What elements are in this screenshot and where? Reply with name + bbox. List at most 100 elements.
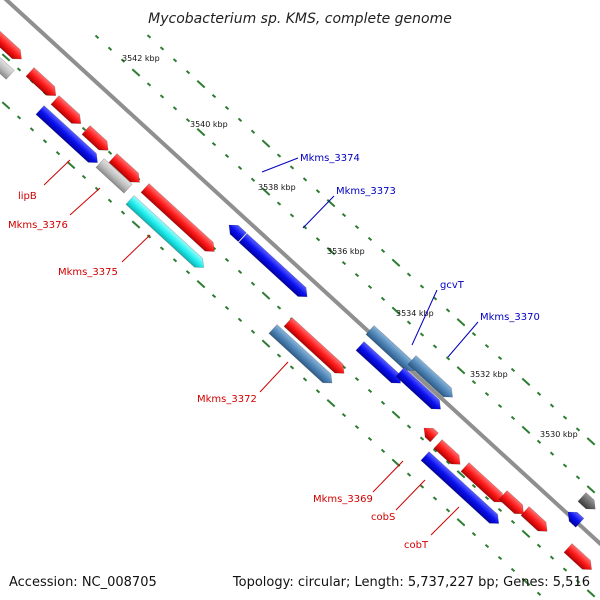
tick-mark — [211, 293, 217, 299]
tick-mark — [261, 187, 271, 196]
callout-line-mkms3376 — [69, 187, 101, 216]
tick-mark — [484, 544, 490, 549]
tick-mark — [549, 451, 555, 456]
tick-mark — [497, 555, 503, 561]
tick-mark — [196, 280, 206, 289]
tick-mark — [289, 365, 295, 370]
tick-mark — [367, 284, 373, 290]
tick-mark — [391, 306, 401, 315]
tick-mark — [16, 67, 22, 72]
tick-mark — [159, 46, 165, 51]
tick-mark — [391, 410, 401, 419]
tick-mark — [510, 519, 516, 524]
tick-mark — [521, 425, 531, 434]
gene-label-mkms3375: Mkms_3375 — [58, 267, 118, 278]
callout-line-mkms3375 — [121, 234, 151, 263]
tick-mark — [367, 388, 373, 394]
tick-mark — [326, 399, 336, 408]
gene-arrow-cyan — [125, 195, 205, 268]
gene-arrow-blue — [567, 511, 585, 528]
kbp-label: 3530 kbp — [540, 430, 578, 439]
tick-mark — [237, 269, 243, 274]
callout-line-mkms3372 — [259, 361, 289, 393]
tick-mark — [419, 436, 425, 441]
tick-mark — [315, 389, 321, 394]
gene-arrow-red — [423, 427, 439, 443]
gene-label-mkms3373: Mkms_3373 — [336, 186, 396, 197]
tick-mark — [341, 213, 347, 218]
tick-mark — [131, 220, 141, 229]
kbp-label: 3540 kbp — [190, 120, 228, 129]
tick-mark — [484, 392, 490, 397]
gene-arrow-red — [563, 543, 592, 570]
tick-mark — [586, 485, 596, 494]
tick-mark — [406, 320, 412, 325]
tick-mark — [341, 261, 347, 266]
callout-line-mkms3369 — [372, 460, 404, 493]
gene-arrow-blue — [35, 105, 98, 163]
gene-label-lipB: lipB — [18, 191, 37, 202]
tick-mark — [131, 68, 141, 77]
callout-lines — [43, 157, 479, 536]
tick-mark — [510, 567, 516, 572]
tick-mark — [445, 460, 451, 465]
gene-arrow-red — [50, 95, 82, 124]
callout-line-cobT — [430, 506, 460, 536]
tick-mark — [575, 475, 581, 480]
tick-mark — [586, 437, 596, 446]
tick-mark — [391, 258, 401, 267]
tick-mark — [406, 472, 412, 477]
tick-mark — [380, 248, 386, 253]
tick-mark — [120, 210, 126, 215]
gene-label-mkms3372: Mkms_3372 — [197, 394, 257, 405]
gene-block-gray — [95, 158, 133, 194]
tick-mark — [159, 94, 165, 99]
tick-mark — [107, 46, 113, 51]
tick-mark — [261, 139, 271, 148]
tick-mark — [172, 106, 178, 111]
gene-arrow-blue — [395, 367, 441, 410]
tick-mark — [289, 165, 295, 170]
tick-mark — [521, 529, 531, 538]
tick-mark — [497, 507, 503, 513]
tick-mark — [315, 189, 321, 194]
tick-mark — [521, 577, 531, 586]
tick-mark — [586, 589, 596, 598]
kbp-label: 3534 kbp — [396, 309, 434, 318]
gene-label-gcvT: gcvT — [440, 280, 465, 291]
tick-mark — [315, 237, 321, 242]
tick-mark — [107, 150, 113, 155]
gene-arrow-steel — [365, 325, 415, 371]
gene-arrow-red — [498, 490, 524, 515]
tick-mark — [471, 380, 477, 385]
tick-mark — [445, 508, 451, 513]
gene-arrow-red — [283, 317, 345, 374]
genome-backbone — [3, 0, 600, 547]
tick-mark — [562, 567, 568, 572]
tick-mark — [224, 105, 230, 111]
tick-mark — [536, 591, 542, 596]
tick-mark — [276, 305, 282, 310]
tick-mark — [185, 118, 191, 123]
tick-mark — [276, 201, 282, 206]
tick-mark — [1, 101, 11, 110]
tick-mark — [94, 34, 100, 39]
tick-mark — [471, 532, 477, 537]
gene-block-gray — [0, 55, 15, 80]
tick-mark — [497, 355, 503, 361]
tick-mark — [196, 128, 206, 137]
kbp-label: 3542 kbp — [122, 54, 160, 63]
gene-arrow-red — [25, 67, 57, 96]
gene-arrow-blue — [420, 451, 500, 524]
tick-mark — [419, 484, 425, 489]
callout-line-gcvT — [411, 289, 438, 346]
kbp-label: 3536 kbp — [327, 247, 365, 256]
tick-mark — [81, 126, 87, 132]
tick-mark — [172, 58, 178, 63]
tick-mark — [536, 439, 542, 444]
tick-mark — [185, 70, 191, 75]
gene-arrow-blue — [355, 341, 401, 384]
tick-mark — [326, 199, 336, 208]
tick-mark — [432, 496, 438, 501]
